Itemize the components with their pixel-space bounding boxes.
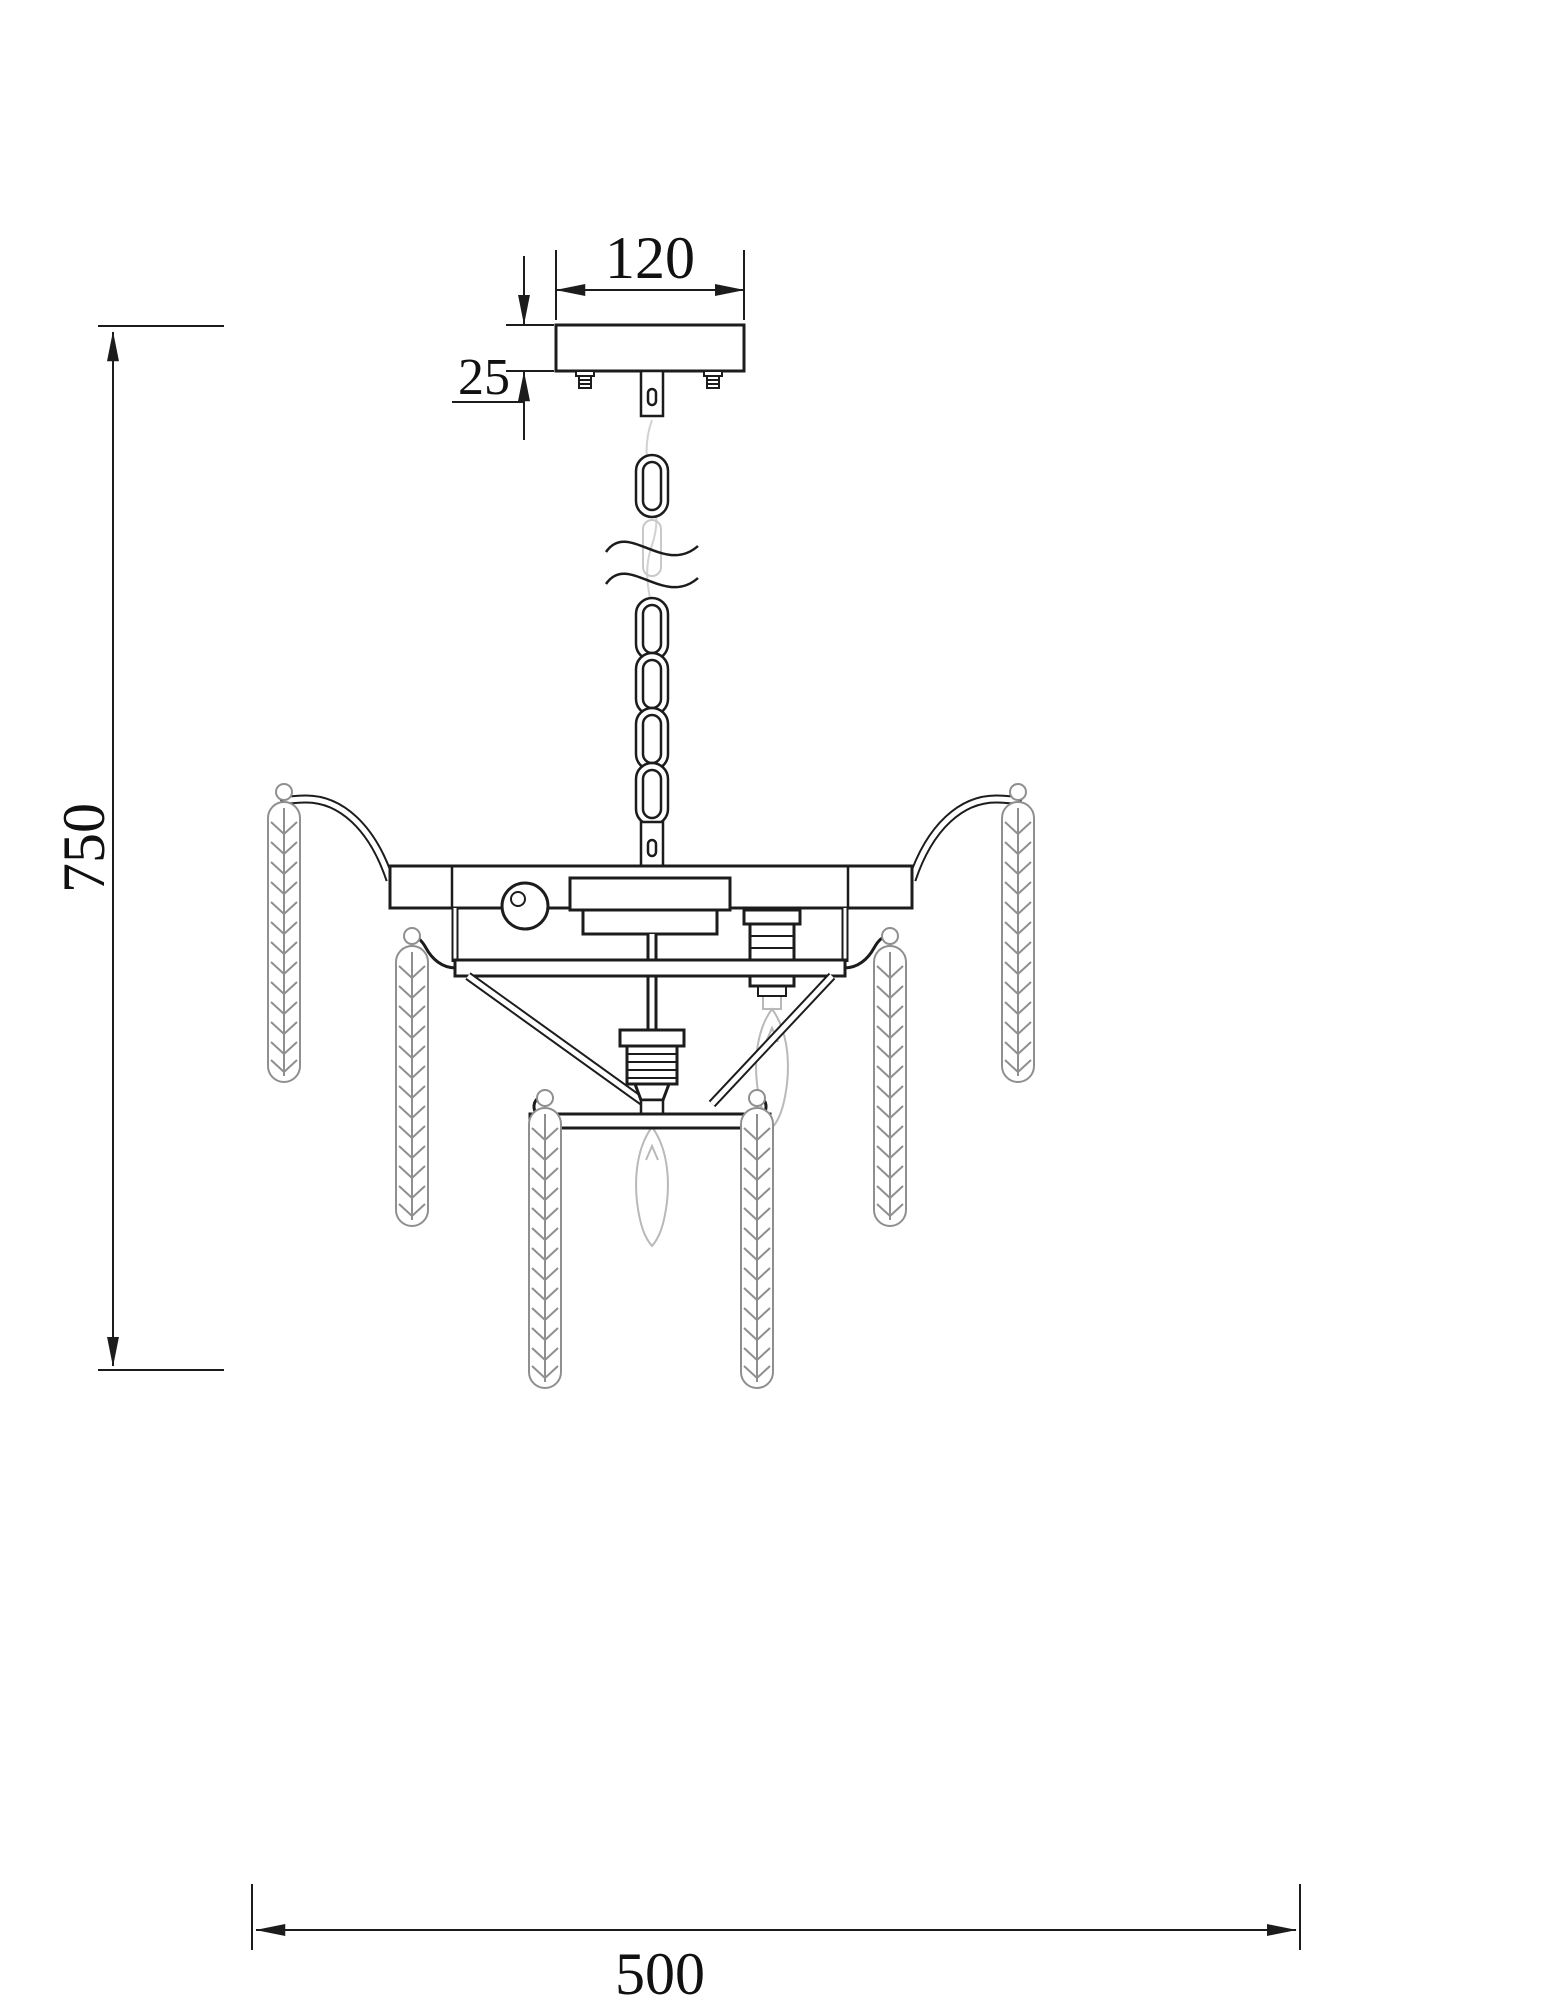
- mounting-screw-right: [702, 369, 724, 390]
- center-hub-lower: [581, 908, 719, 936]
- center-hub-upper: [568, 876, 732, 912]
- stem-slot: [646, 387, 658, 407]
- dim-label-canopy-height: 25: [458, 349, 510, 406]
- chain-link: [634, 761, 670, 827]
- dim-canopy-height: 25: [452, 256, 554, 440]
- dim-label-overall-width: 500: [615, 1941, 705, 2000]
- chain-group: [604, 453, 699, 870]
- connector-slot: [646, 838, 658, 858]
- chain-link: [634, 596, 670, 662]
- dim-canopy-width: 120: [555, 225, 745, 320]
- diagonal-strut-left: [465, 972, 649, 1108]
- decorative-ball: [500, 881, 550, 931]
- break-symbol: [604, 540, 699, 589]
- dim-overall-width: 500: [251, 1884, 1301, 2000]
- bottom-bar: [528, 1112, 772, 1130]
- chain-link: [634, 453, 670, 519]
- pendant-mid-right: [872, 926, 908, 1228]
- socket-right: [742, 908, 802, 997]
- lower-tier-band: [453, 958, 847, 978]
- ceiling-canopy: [554, 323, 746, 373]
- socket-center: [618, 1028, 686, 1116]
- chain-link: [634, 706, 670, 772]
- diagonal-strut-right: [708, 972, 836, 1108]
- pendant-inner-left: [527, 1088, 563, 1390]
- canopy-group: [554, 323, 746, 418]
- fixture-group: [278, 794, 1024, 1130]
- dim-label-overall-height: 750: [51, 803, 117, 893]
- pendant-inner-right: [739, 1088, 775, 1390]
- chain-connector: [639, 820, 665, 870]
- canopy-stem: [639, 369, 665, 418]
- bulb-center: [634, 1112, 670, 1248]
- decorative-ball-highlight: [510, 891, 526, 907]
- pendant-far-left: [266, 782, 302, 1084]
- chain-link-faint: [642, 519, 662, 577]
- dim-overall-height: 750: [51, 325, 224, 1371]
- mounting-screw-left: [574, 369, 596, 390]
- dim-label-canopy-width: 120: [605, 225, 695, 291]
- pendant-far-right: [1000, 782, 1036, 1084]
- pendant-mid-left: [394, 926, 430, 1228]
- chain-link: [634, 651, 670, 717]
